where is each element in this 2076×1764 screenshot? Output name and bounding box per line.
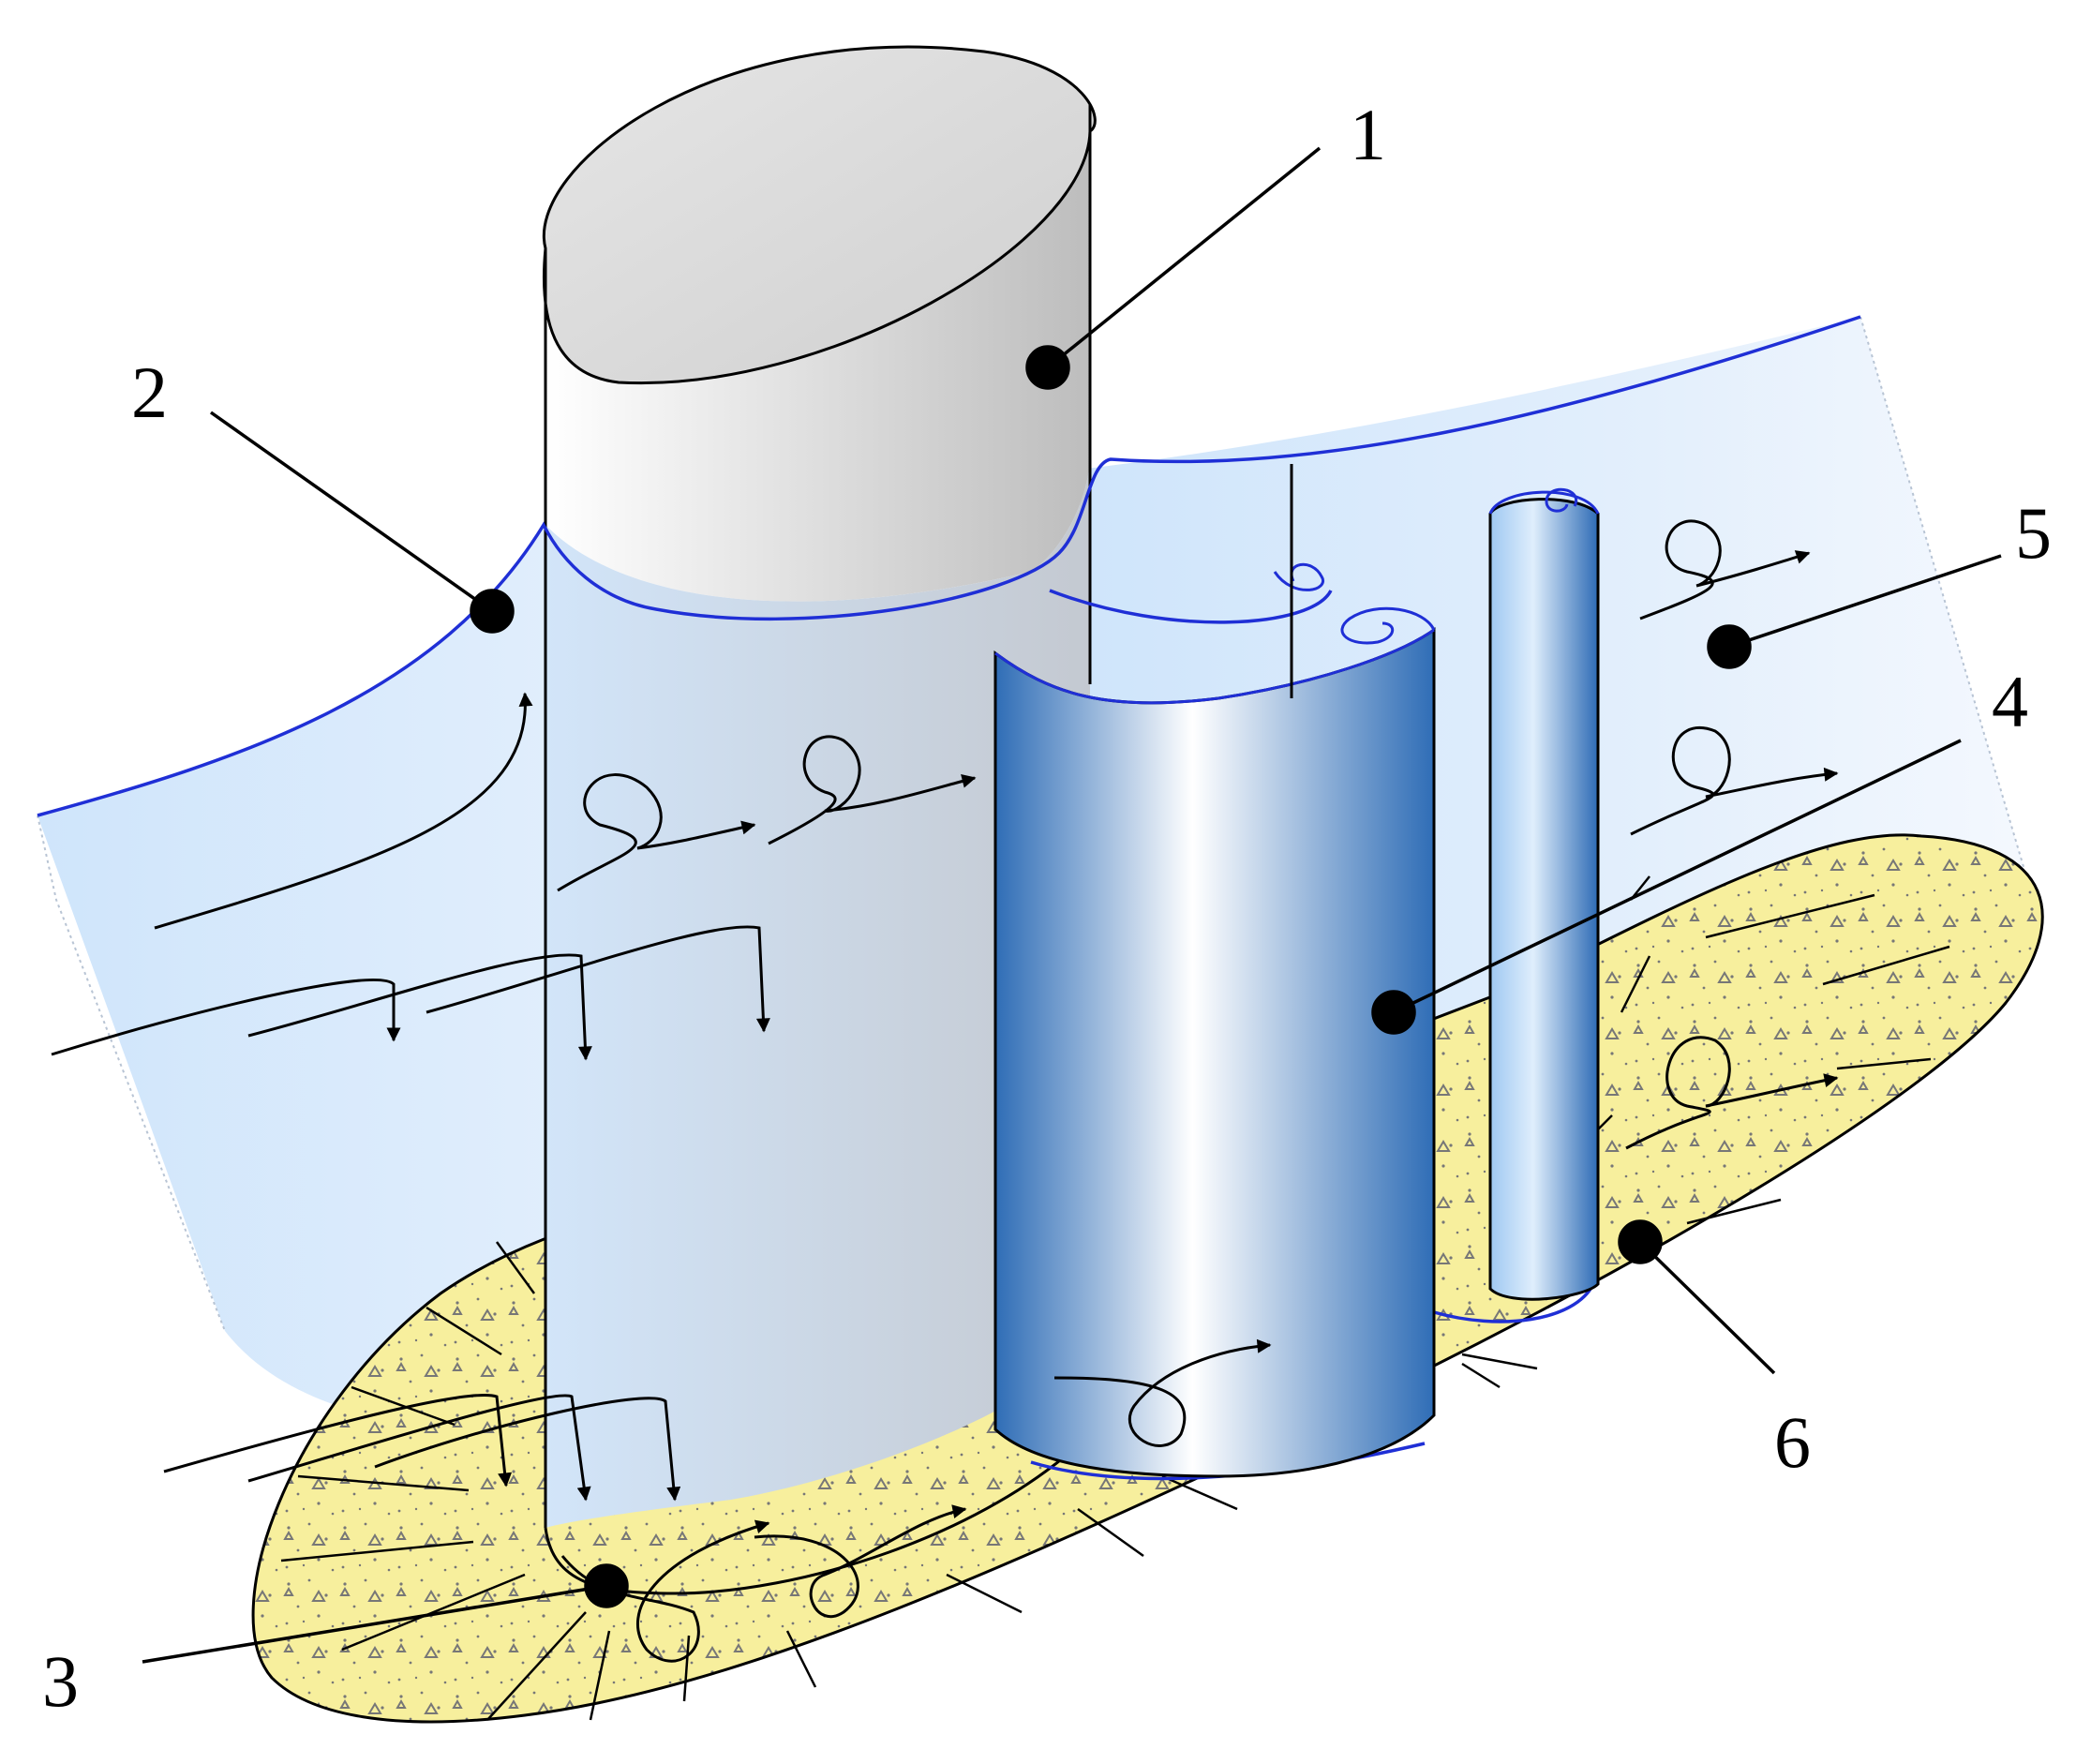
callout-labels: 1 2 3 4 5 6	[42, 94, 2052, 1722]
callout-4: 4	[1992, 661, 2028, 742]
main-pier	[542, 45, 1097, 1595]
callout-2: 2	[131, 351, 168, 433]
shield-plate	[993, 464, 1436, 1478]
callout-1: 1	[1350, 94, 1386, 175]
callout-leaders	[142, 146, 2002, 1664]
rod-pile	[1488, 487, 1600, 1301]
callout-5: 5	[2015, 492, 2052, 574]
callout-3: 3	[42, 1640, 79, 1722]
callout-6: 6	[1774, 1401, 1811, 1483]
flow-lines	[51, 519, 1839, 1663]
